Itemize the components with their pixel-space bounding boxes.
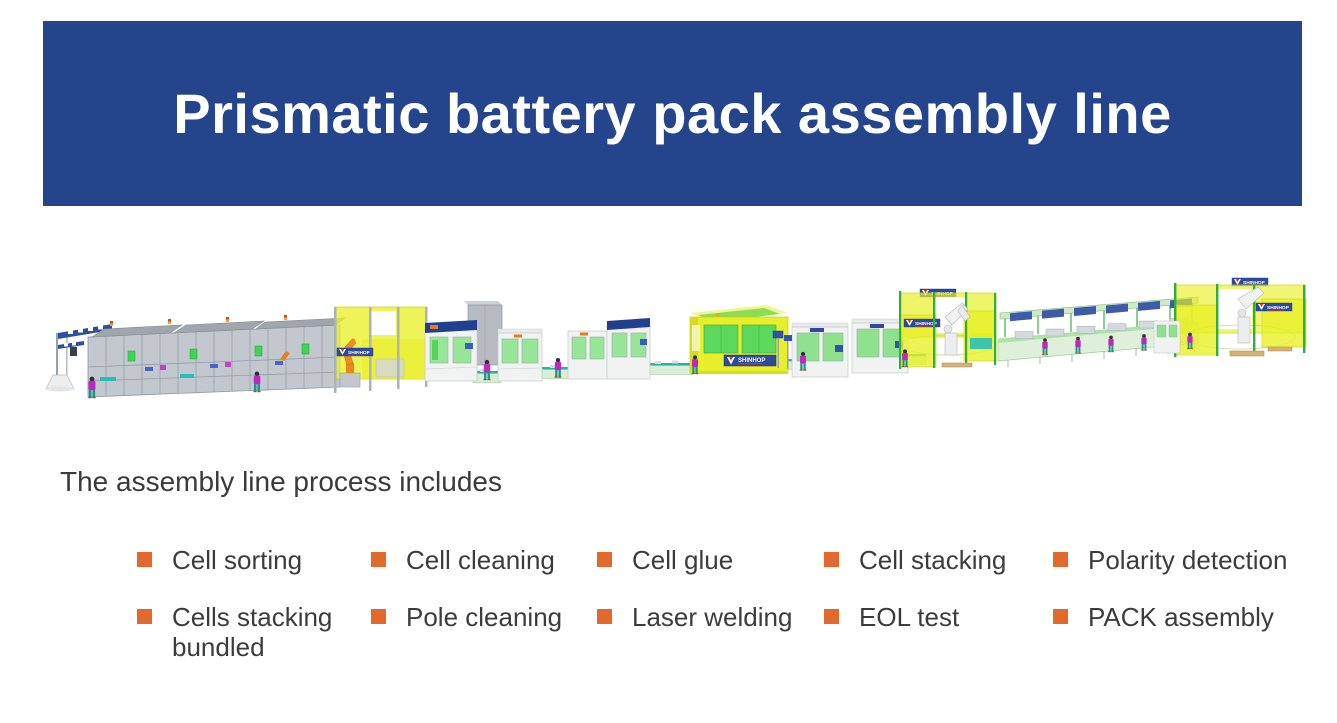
- robot-cell-a: [899, 288, 997, 369]
- signal-lights-icon: [110, 315, 287, 326]
- robot-cell-b: [1174, 277, 1307, 357]
- bullet-square-icon: [824, 552, 839, 567]
- process-item-cells-stacking-bundled: Cells stacking bundled: [137, 602, 371, 663]
- cell-cleaning-machine: [424, 320, 478, 382]
- laser-welding-machine: [606, 318, 651, 380]
- eol-test-machine-2: [851, 318, 909, 374]
- process-item-label: Cell cleaning: [406, 545, 555, 575]
- process-list: Cell sorting Cell cleaning Cell glue Cel…: [137, 545, 1317, 663]
- process-item-eol-test: EOL test: [824, 602, 1053, 663]
- bullet-square-icon: [137, 608, 152, 624]
- bullet-square-icon: [597, 552, 612, 567]
- bullet-square-icon: [1053, 608, 1068, 624]
- process-heading: The assembly line process includes: [60, 466, 502, 497]
- process-item-pack-assembly: PACK assembly: [1053, 602, 1317, 663]
- bullet-square-icon: [597, 608, 612, 624]
- feeding-station: [1153, 320, 1181, 354]
- white-robot-icon: [1237, 286, 1265, 344]
- jib-crane-icon: [45, 324, 112, 392]
- pack-enclosure: SHINHOP: [689, 305, 789, 374]
- assembly-line-illustration: SHINHOP: [40, 276, 1310, 418]
- brand-banner: [336, 347, 374, 357]
- process-item-label: EOL test: [859, 601, 960, 632]
- bullet-square-icon: [1053, 552, 1068, 567]
- monitor-station: [772, 330, 784, 368]
- process-item-label: PACK assembly: [1088, 601, 1274, 632]
- process-machine-3: [567, 330, 608, 380]
- bullet-square-icon: [824, 608, 839, 624]
- process-item-label: Pole cleaning: [406, 601, 563, 632]
- process-item-label: Cell sorting: [172, 545, 303, 575]
- process-item-cell-stacking: Cell stacking: [824, 545, 1053, 576]
- process-item-label: Polarity detection: [1088, 545, 1288, 575]
- process-item-label: Cell stacking: [859, 545, 1007, 575]
- process-item-label: Cells stacking bundled: [172, 601, 333, 663]
- robot-cell-left: [334, 306, 428, 393]
- eol-test-machine-1: [784, 322, 849, 378]
- white-robot-icon: [943, 302, 971, 356]
- assembly-line-svg: SHINHOP: [45, 277, 1307, 399]
- brand-banner-large: SHINHOP: [723, 354, 777, 367]
- caged-machine-block: [87, 315, 346, 398]
- process-item-cell-cleaning: Cell cleaning: [371, 545, 597, 576]
- title-banner: Prismatic battery pack assembly line: [43, 21, 1302, 206]
- process-item-label: Laser welding: [632, 601, 793, 632]
- process-item-cell-glue: Cell glue: [597, 545, 824, 576]
- process-machine-2: [497, 328, 543, 382]
- page-title: Prismatic battery pack assembly line: [173, 82, 1172, 145]
- bullet-square-icon: [137, 552, 152, 567]
- process-item-laser-welding: Laser welding: [597, 602, 824, 663]
- bullet-square-icon: [371, 552, 386, 567]
- process-item-cell-sorting: Cell sorting: [137, 545, 371, 576]
- process-item-label: Cell glue: [632, 545, 734, 575]
- bullet-square-icon: [371, 608, 386, 624]
- svg-text:SHINHOP: SHINHOP: [738, 358, 765, 364]
- brand-banner: [1255, 302, 1293, 312]
- process-item-polarity-detection: Polarity detection: [1053, 545, 1317, 576]
- process-item-pole-cleaning: Pole cleaning: [371, 602, 597, 663]
